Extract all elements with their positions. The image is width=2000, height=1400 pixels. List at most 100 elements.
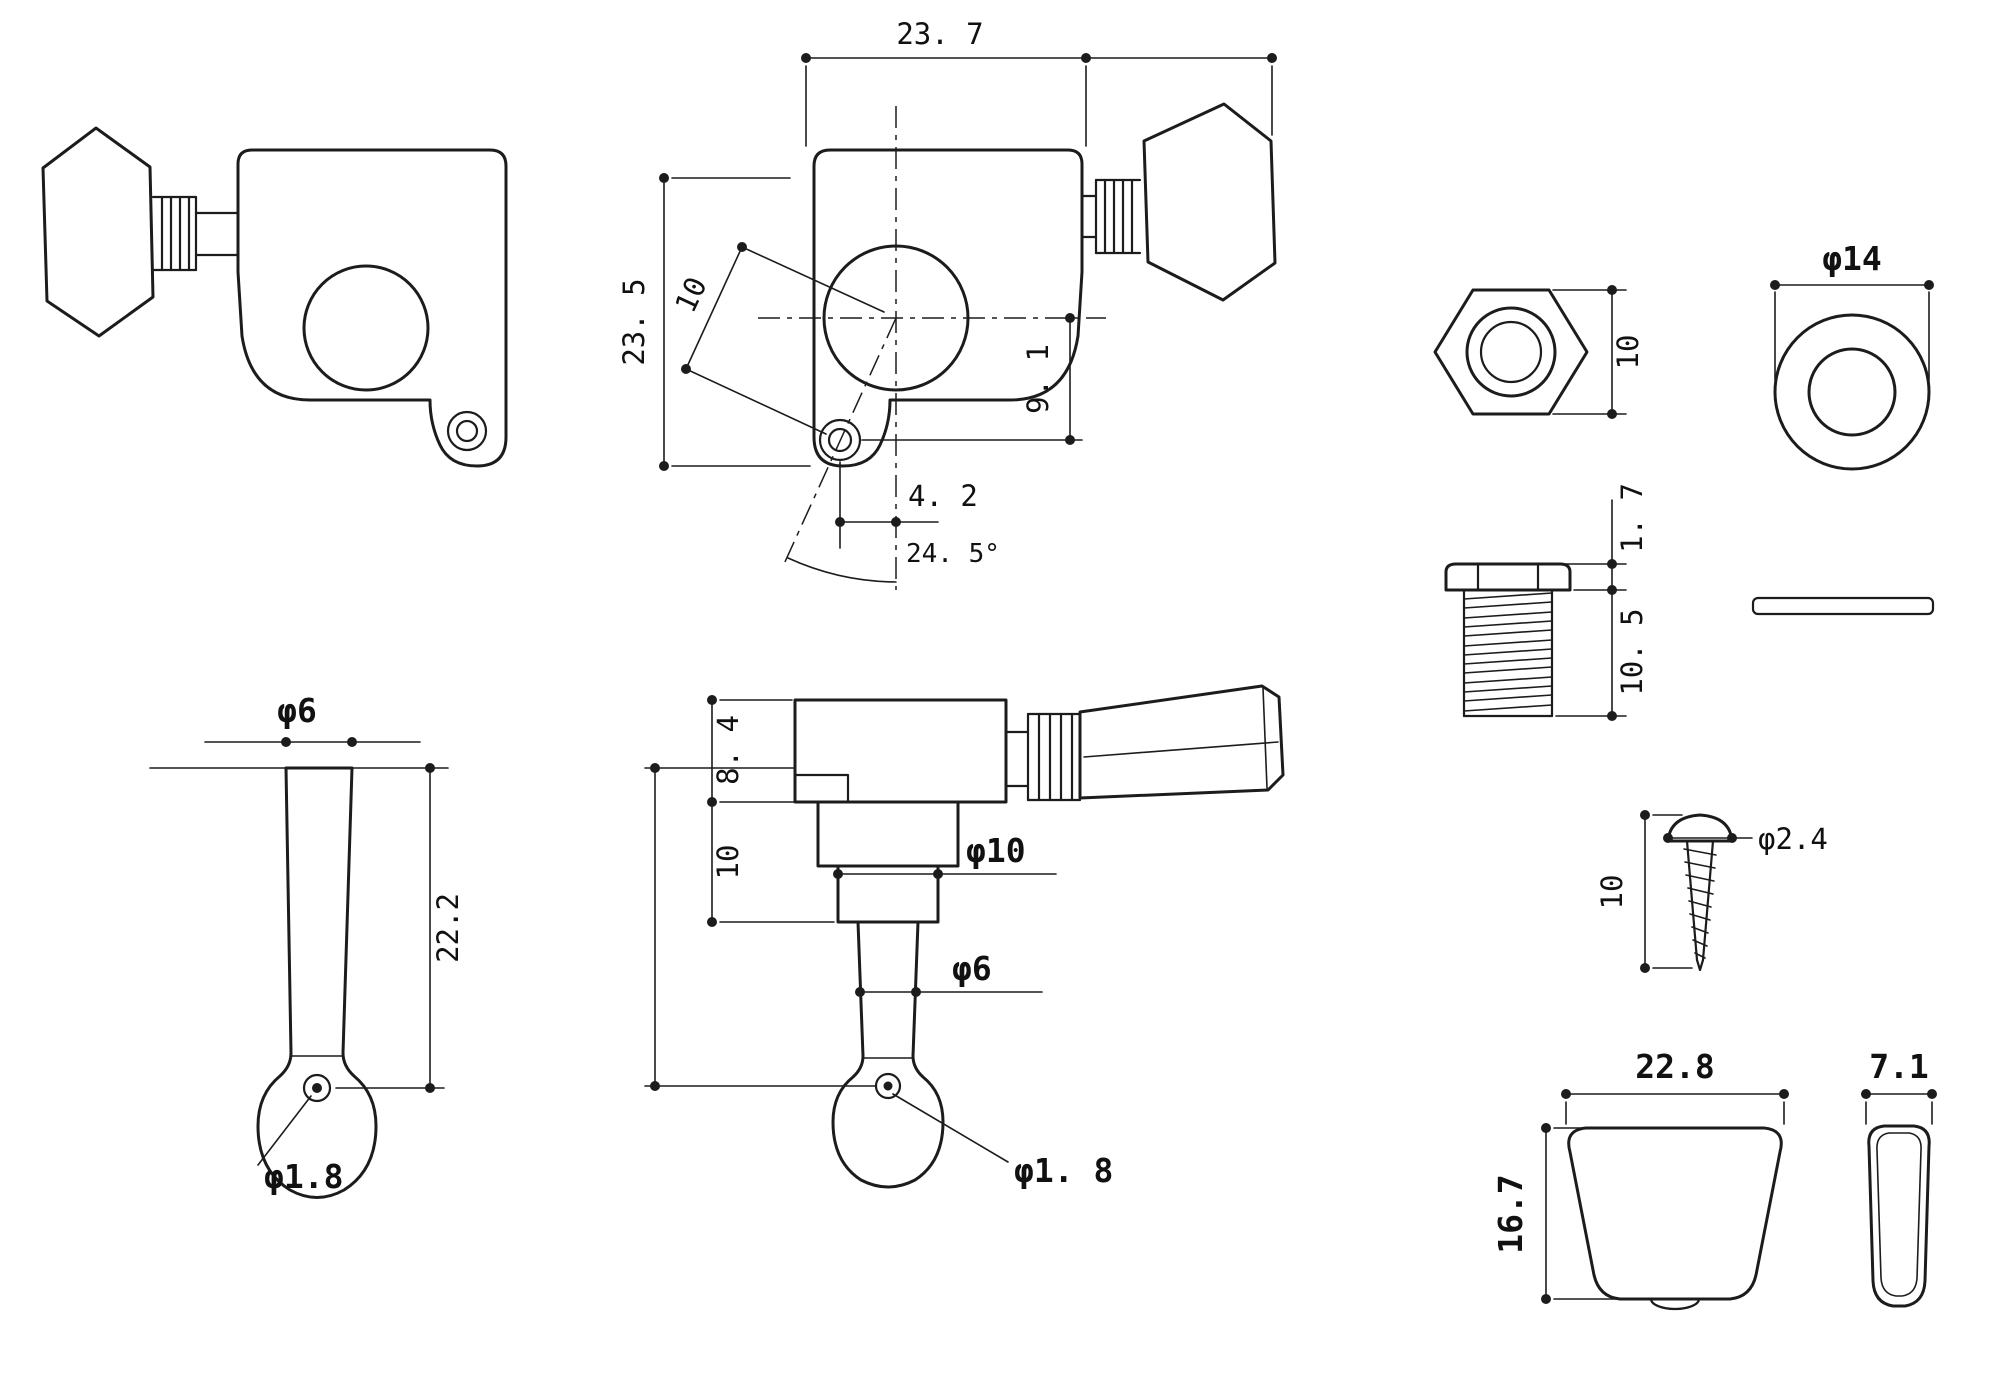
knob-outline xyxy=(41,126,155,338)
knob-outline xyxy=(1142,102,1277,302)
washer-inner xyxy=(1807,347,1897,437)
dim-hole-offset-x: 4. 2 xyxy=(835,461,978,549)
bushing-flange xyxy=(1444,562,1572,592)
dim-label-thread-length: 10. 5 xyxy=(1615,608,1649,695)
dim-body-height: 8. 4 xyxy=(707,695,815,807)
screw-tip xyxy=(1695,958,1705,972)
dim-overall-reference xyxy=(644,763,877,1091)
dim-label-post-length: 22.2 xyxy=(431,893,465,963)
dim-step-height: 10 xyxy=(707,801,835,927)
mount-hole-outer xyxy=(818,418,862,462)
dim-label-hole-drop: 9. 1 xyxy=(1021,344,1055,414)
dim-label-width: 23. 7 xyxy=(896,17,983,51)
dim-label-hole-offset-x: 4. 2 xyxy=(908,479,978,513)
string-hole-inner xyxy=(312,1083,322,1093)
dim-post-length: 22.2 xyxy=(335,763,465,1093)
dim-label-washer-diameter: φ14 xyxy=(1822,239,1882,278)
dim-label-step-height: 10 xyxy=(711,845,745,880)
body-notch xyxy=(793,773,850,804)
dim-label-hole-diameter: φ1. 8 xyxy=(1014,1151,1113,1190)
center-lines xyxy=(758,106,1106,590)
button-side-facet xyxy=(1876,1132,1922,1297)
collar-ridges xyxy=(1094,178,1142,255)
collar-ridges xyxy=(1026,712,1082,802)
dim-hole-drop: 9. 1 xyxy=(861,313,1083,445)
dim-button-width: 22.8 xyxy=(1561,1047,1789,1125)
post-bulb xyxy=(831,1054,945,1189)
knob-facet-line xyxy=(1083,741,1279,758)
view-tuner-side-left xyxy=(41,126,508,468)
dim-angle: 24. 5° xyxy=(787,539,1000,583)
dim-label-button-width: 22.8 xyxy=(1635,1047,1714,1086)
nut-circle-outer xyxy=(1465,306,1557,398)
angle-arc xyxy=(787,557,897,583)
view-washer: φ14 xyxy=(1770,239,1934,471)
dim-label-button-height: 16.7 xyxy=(1491,1174,1530,1253)
washer-outer xyxy=(1773,313,1931,471)
button-front-outline xyxy=(1567,1126,1783,1301)
post-outline xyxy=(856,920,920,1058)
dim-label-height: 23. 5 xyxy=(617,278,651,365)
mount-hole-inner xyxy=(827,427,853,453)
leader-line xyxy=(257,1095,312,1166)
view-wood-screw: φ2.4 10 xyxy=(1595,810,1828,973)
screw-head xyxy=(1666,813,1734,843)
view-tuner-elevation: 8. 4 10 φ10 φ6 φ1. 8 xyxy=(644,684,1285,1190)
dim-label-screw-length: 10 xyxy=(1595,875,1629,910)
dim-label-post-hole: φ1.8 xyxy=(264,1157,343,1196)
flat-washer-bar xyxy=(1751,596,1935,616)
body-outline xyxy=(793,698,1008,804)
screw-shank xyxy=(1683,839,1717,972)
dim-flange-diameter: φ10 xyxy=(833,831,1057,879)
view-tuner-side-dimensioned: 23. 7 23. 5 10 9. 1 xyxy=(617,17,1277,590)
post-outline xyxy=(256,766,378,1199)
leader-line xyxy=(892,1093,1009,1163)
dim-screw-length: 10 xyxy=(1595,810,1693,973)
collar-neck xyxy=(1080,194,1098,239)
dim-label-body-height: 8. 4 xyxy=(711,715,745,785)
dim-hole-diameter: φ1. 8 xyxy=(892,1093,1113,1190)
view-hex-nut: 10 xyxy=(1433,285,1645,419)
view-flat-washer-side xyxy=(1751,596,1935,616)
dim-diagonal-offset: 10 xyxy=(668,242,885,435)
dim-label-nut: 10 xyxy=(1611,335,1645,370)
mount-hole-inner xyxy=(455,419,479,443)
dim-width: 23. 7 xyxy=(801,17,1277,147)
view-string-post: φ6 22.2 φ1.8 xyxy=(149,691,465,1199)
dim-button-depth: 7.1 xyxy=(1861,1047,1937,1125)
dim-label-diagonal-offset: 10 xyxy=(668,272,714,318)
dim-label-flange-diameter: φ10 xyxy=(966,831,1026,870)
dim-bushing: 1. 7 10. 5 xyxy=(1555,483,1649,721)
string-hole-inner xyxy=(883,1081,893,1091)
button-shaft-nub xyxy=(1649,1297,1701,1311)
dim-label-flange-height: 1. 7 xyxy=(1615,483,1649,553)
dim-height: 23. 5 xyxy=(617,173,811,471)
dim-post-diameter: φ6 xyxy=(855,949,1043,997)
knob-facet-line xyxy=(1262,687,1268,789)
dim-label-button-depth: 7.1 xyxy=(1869,1047,1929,1086)
housing-outline xyxy=(236,148,508,468)
string-hole-outer xyxy=(302,1073,332,1103)
dim-button-height: 16.7 xyxy=(1491,1123,1617,1304)
collar-neck xyxy=(1004,730,1030,788)
dim-label-angle: 24. 5° xyxy=(906,539,1000,569)
nut-hexagon xyxy=(1433,288,1589,416)
dim-nut: 10 xyxy=(1552,285,1645,419)
diagonal-centerline xyxy=(783,317,897,565)
view-bushing: 1. 7 10. 5 xyxy=(1444,483,1649,721)
knob-outline xyxy=(1078,684,1285,800)
button-side-outline xyxy=(1867,1124,1931,1308)
flange-outline xyxy=(816,800,960,868)
collar-neck xyxy=(194,211,240,257)
dim-label-post-diameter: φ6 xyxy=(277,691,317,730)
dim-label-screw-head: φ2.4 xyxy=(1758,822,1828,856)
dim-screw-head: φ2.4 xyxy=(1663,822,1828,856)
dim-washer: φ14 xyxy=(1770,239,1934,381)
view-button-side: 7.1 xyxy=(1861,1047,1937,1308)
dim-post-hole: φ1.8 xyxy=(257,1095,343,1196)
dim-label-post-diameter: φ6 xyxy=(952,949,992,988)
step-outline xyxy=(836,864,940,924)
view-button-front: 22.8 16.7 xyxy=(1491,1047,1789,1311)
